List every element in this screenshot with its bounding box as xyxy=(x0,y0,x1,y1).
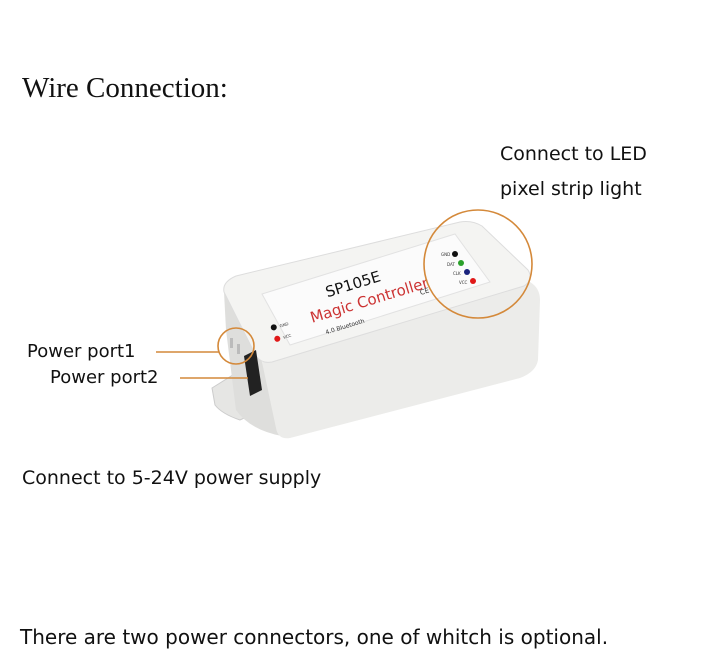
page-title: Wire Connection: xyxy=(22,72,228,104)
pin-label: GND xyxy=(279,321,289,328)
power-port2-label: Power port2 xyxy=(50,367,159,388)
pin-clk xyxy=(464,269,470,275)
device-front-face xyxy=(262,282,540,439)
footnote: There are two power connectors, one of w… xyxy=(20,625,609,649)
terminal-slot xyxy=(237,344,240,354)
led-port-callout-circle xyxy=(423,209,533,319)
device-label xyxy=(261,233,491,346)
ce-mark: CE xyxy=(419,286,430,296)
led-connection-label-line2: pixel strip light xyxy=(500,178,642,200)
power-port1-label: Power port1 xyxy=(27,341,136,362)
power-supply-label: Connect to 5-24V power supply xyxy=(22,467,322,489)
pin-vcc-left xyxy=(274,335,281,342)
pin-gnd-left xyxy=(270,324,277,331)
pin-dat xyxy=(458,260,464,266)
pin-gnd xyxy=(452,251,458,257)
pin-label: DAT xyxy=(447,262,455,267)
led-connection-label: Connect to LED xyxy=(500,143,647,165)
right-pins: GND DAT CLK VCC xyxy=(441,251,476,285)
pin-vcc xyxy=(470,278,476,284)
pin-label: GND xyxy=(441,252,450,257)
terminal-slot xyxy=(230,338,233,348)
pin-label: VCC xyxy=(282,333,292,340)
dc-jack xyxy=(244,350,262,396)
pin-label: VCC xyxy=(459,280,468,285)
pin-label: CLK xyxy=(453,271,461,276)
power-port1-callout-circle xyxy=(217,327,255,365)
